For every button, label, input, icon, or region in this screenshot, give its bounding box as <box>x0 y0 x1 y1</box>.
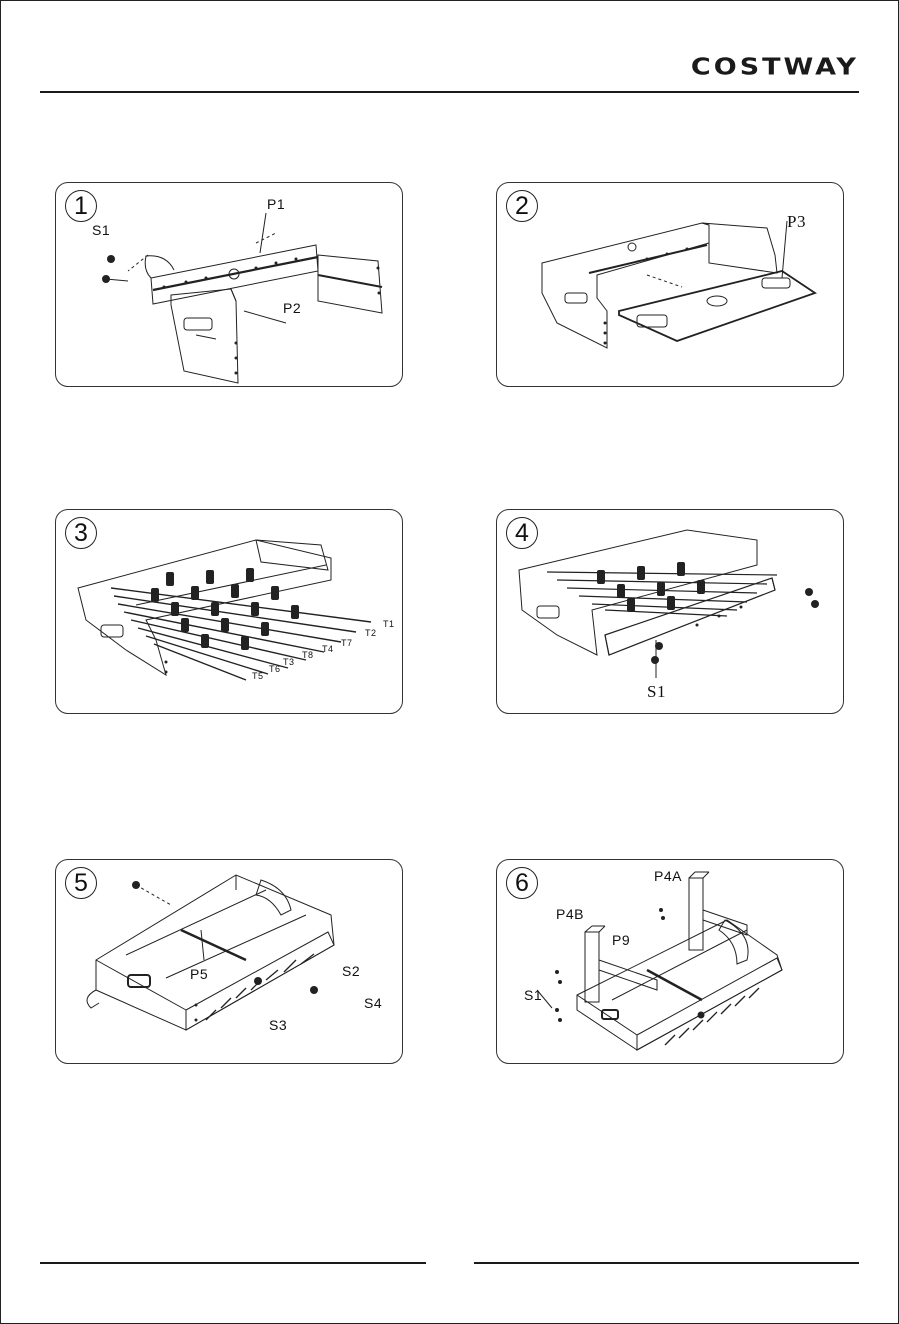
step-3-label-t2: T2 <box>365 628 377 638</box>
step-3-label-t8: T8 <box>302 650 314 660</box>
step-6-label-p4a: P4A <box>654 868 682 884</box>
step-4-label-s1: S1 <box>647 682 666 702</box>
footer-rule-left <box>40 1262 426 1264</box>
step-1-number: 1 <box>65 190 97 222</box>
step-4-panel: 4 S1 <box>496 509 844 714</box>
step-3-panel: 3 T1 T2 T7 T4 T8 T3 T6 T5 <box>55 509 403 714</box>
step-2-label-p3: P3 <box>787 212 806 232</box>
step-5-label-s2: S2 <box>342 963 360 979</box>
step-6-number: 6 <box>506 867 538 899</box>
step-2-number: 2 <box>506 190 538 222</box>
step-5-illustration <box>56 860 402 1063</box>
step-6-panel: 6 P4A P4B P9 S1 <box>496 859 844 1064</box>
step-3-number: 3 <box>65 517 97 549</box>
step-4-number: 4 <box>506 517 538 549</box>
step-5-panel: 5 P5 S2 S4 S3 <box>55 859 403 1064</box>
step-3-label-t1: T1 <box>383 619 395 629</box>
step-1-label-p1: P1 <box>267 196 285 212</box>
step-6-label-p4b: P4B <box>556 906 584 922</box>
step-6-label-p9: P9 <box>612 932 630 948</box>
step-3-illustration <box>56 510 402 713</box>
header-rule <box>40 91 859 93</box>
step-5-number: 5 <box>65 867 97 899</box>
step-1-label-s1: S1 <box>92 222 110 238</box>
step-4-illustration <box>497 510 843 713</box>
step-3-label-t6: T6 <box>269 664 281 674</box>
step-3-label-t5: T5 <box>252 671 264 681</box>
footer-rule-right <box>474 1262 859 1264</box>
step-2-panel: 2 P3 <box>496 182 844 387</box>
step-3-label-t4: T4 <box>322 644 334 654</box>
step-1-label-p2: P2 <box>283 300 301 316</box>
step-5-label-s4: S4 <box>364 995 382 1011</box>
brand-logo: COSTWAY <box>691 54 859 80</box>
step-1-illustration <box>56 183 402 386</box>
step-1-panel: 1 P1 S1 P2 <box>55 182 403 387</box>
step-3-label-t3: T3 <box>283 657 295 667</box>
step-6-illustration <box>497 860 843 1063</box>
step-5-label-s3: S3 <box>269 1017 287 1033</box>
step-6-label-s1: S1 <box>524 987 542 1003</box>
step-5-label-p5: P5 <box>190 966 208 982</box>
step-3-label-t7: T7 <box>341 638 353 648</box>
